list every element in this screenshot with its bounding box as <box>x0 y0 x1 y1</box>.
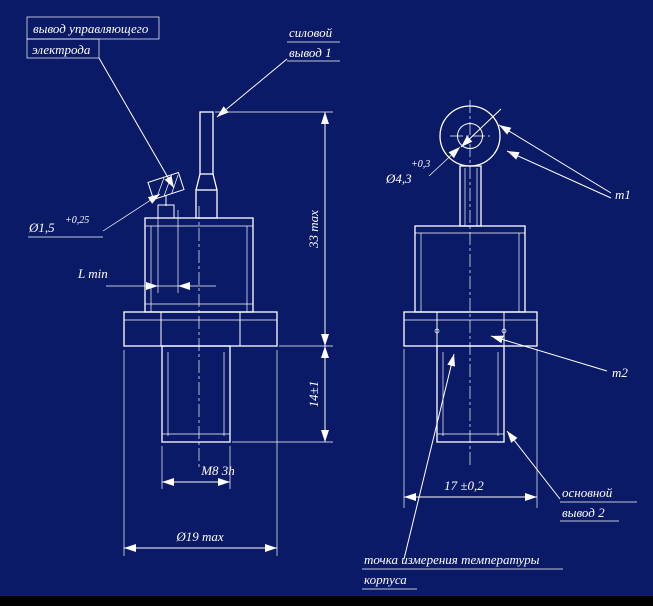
gate-dia-text: Ø1,5 <box>28 220 55 235</box>
gate-dia-tolerance: +0,25 <box>65 215 89 226</box>
left-stud <box>161 345 231 443</box>
power-label-line-1: силовой <box>289 25 333 40</box>
gate-label-line-2: электрода <box>32 42 91 57</box>
gate-hatch-3 <box>171 174 179 194</box>
scan-edge-band <box>0 596 653 606</box>
gate-label-line-1: вывод управляющего <box>33 21 149 36</box>
temp-point-line-1: точка измерения температуры <box>364 552 540 567</box>
dim-14: 14±1 <box>232 346 333 443</box>
main-lead-leader <box>506 430 561 500</box>
power-lead-taper-left <box>195 173 201 191</box>
flange-mark-right <box>501 328 507 334</box>
callout-m2: m2 <box>490 335 628 380</box>
gate-dia-leader <box>102 193 161 232</box>
hole-dia-leader <box>428 146 461 177</box>
callout-gate-diameter: Ø1,5 +0,25 <box>28 193 161 238</box>
dim-33-max: 33 max <box>215 111 333 347</box>
m1-leader-2 <box>506 150 612 199</box>
callout-hole-diameter: Ø4,3 +0,3 <box>385 146 461 186</box>
callout-gate-lead: вывод управляющего электрода <box>26 16 175 189</box>
right-stud <box>436 345 505 443</box>
flange-mark-left <box>434 328 440 334</box>
m2-text: m2 <box>612 365 628 380</box>
power-lead-taper-right <box>212 173 218 191</box>
hole-pointer-arrow <box>460 108 502 148</box>
power-label-line-2: вывод 1 <box>289 45 332 60</box>
temp-point-leader <box>403 353 456 560</box>
dim-l-min: L min <box>77 210 216 293</box>
dim-text-lmin: L min <box>77 266 108 281</box>
hole-dia-tolerance: +0,3 <box>411 159 430 170</box>
right-view: 17 ±0,2 Ø4,3 +0,3 m1 m2 основной вывод 2 <box>362 100 637 590</box>
dim-17: 17 ±0,2 <box>403 349 538 508</box>
dim-text-14: 14±1 <box>306 381 321 408</box>
dim-text-m8: M8 3h <box>200 463 235 478</box>
stud-outline <box>161 345 231 443</box>
temp-point-line-2: корпуса <box>364 572 407 587</box>
dim-text-19: Ø19 max <box>175 529 224 544</box>
m2-leader <box>490 335 608 372</box>
m1-text: m1 <box>615 187 631 202</box>
dim-text-17: 17 ±0,2 <box>444 478 484 493</box>
callout-main-lead: основной вывод 2 <box>506 430 637 522</box>
power-label-leader <box>216 58 288 118</box>
main-lead-line-2: вывод 2 <box>562 505 605 520</box>
callout-power-lead: силовой вывод 1 <box>216 25 340 118</box>
callout-temp-point: точка измерения температуры корпуса <box>362 353 563 590</box>
dim-text-33: 33 max <box>306 210 321 249</box>
power-lead-pin <box>199 111 214 175</box>
m1-leader-1 <box>498 124 612 194</box>
callout-m1: m1 <box>498 124 631 202</box>
gate-terminal-outline <box>147 171 185 201</box>
gate-label-box-2 <box>26 38 100 59</box>
dim-thread: M8 3h <box>161 446 235 489</box>
dim-19-max: Ø19 max <box>123 350 278 556</box>
left-view: 33 max 14±1 M8 3h Ø19 max <box>26 16 340 556</box>
hole-dia-text: Ø4,3 <box>385 171 412 186</box>
right-stud-outline <box>436 345 505 443</box>
gate-label-leader <box>98 57 175 189</box>
main-lead-line-1: основной <box>562 485 613 500</box>
